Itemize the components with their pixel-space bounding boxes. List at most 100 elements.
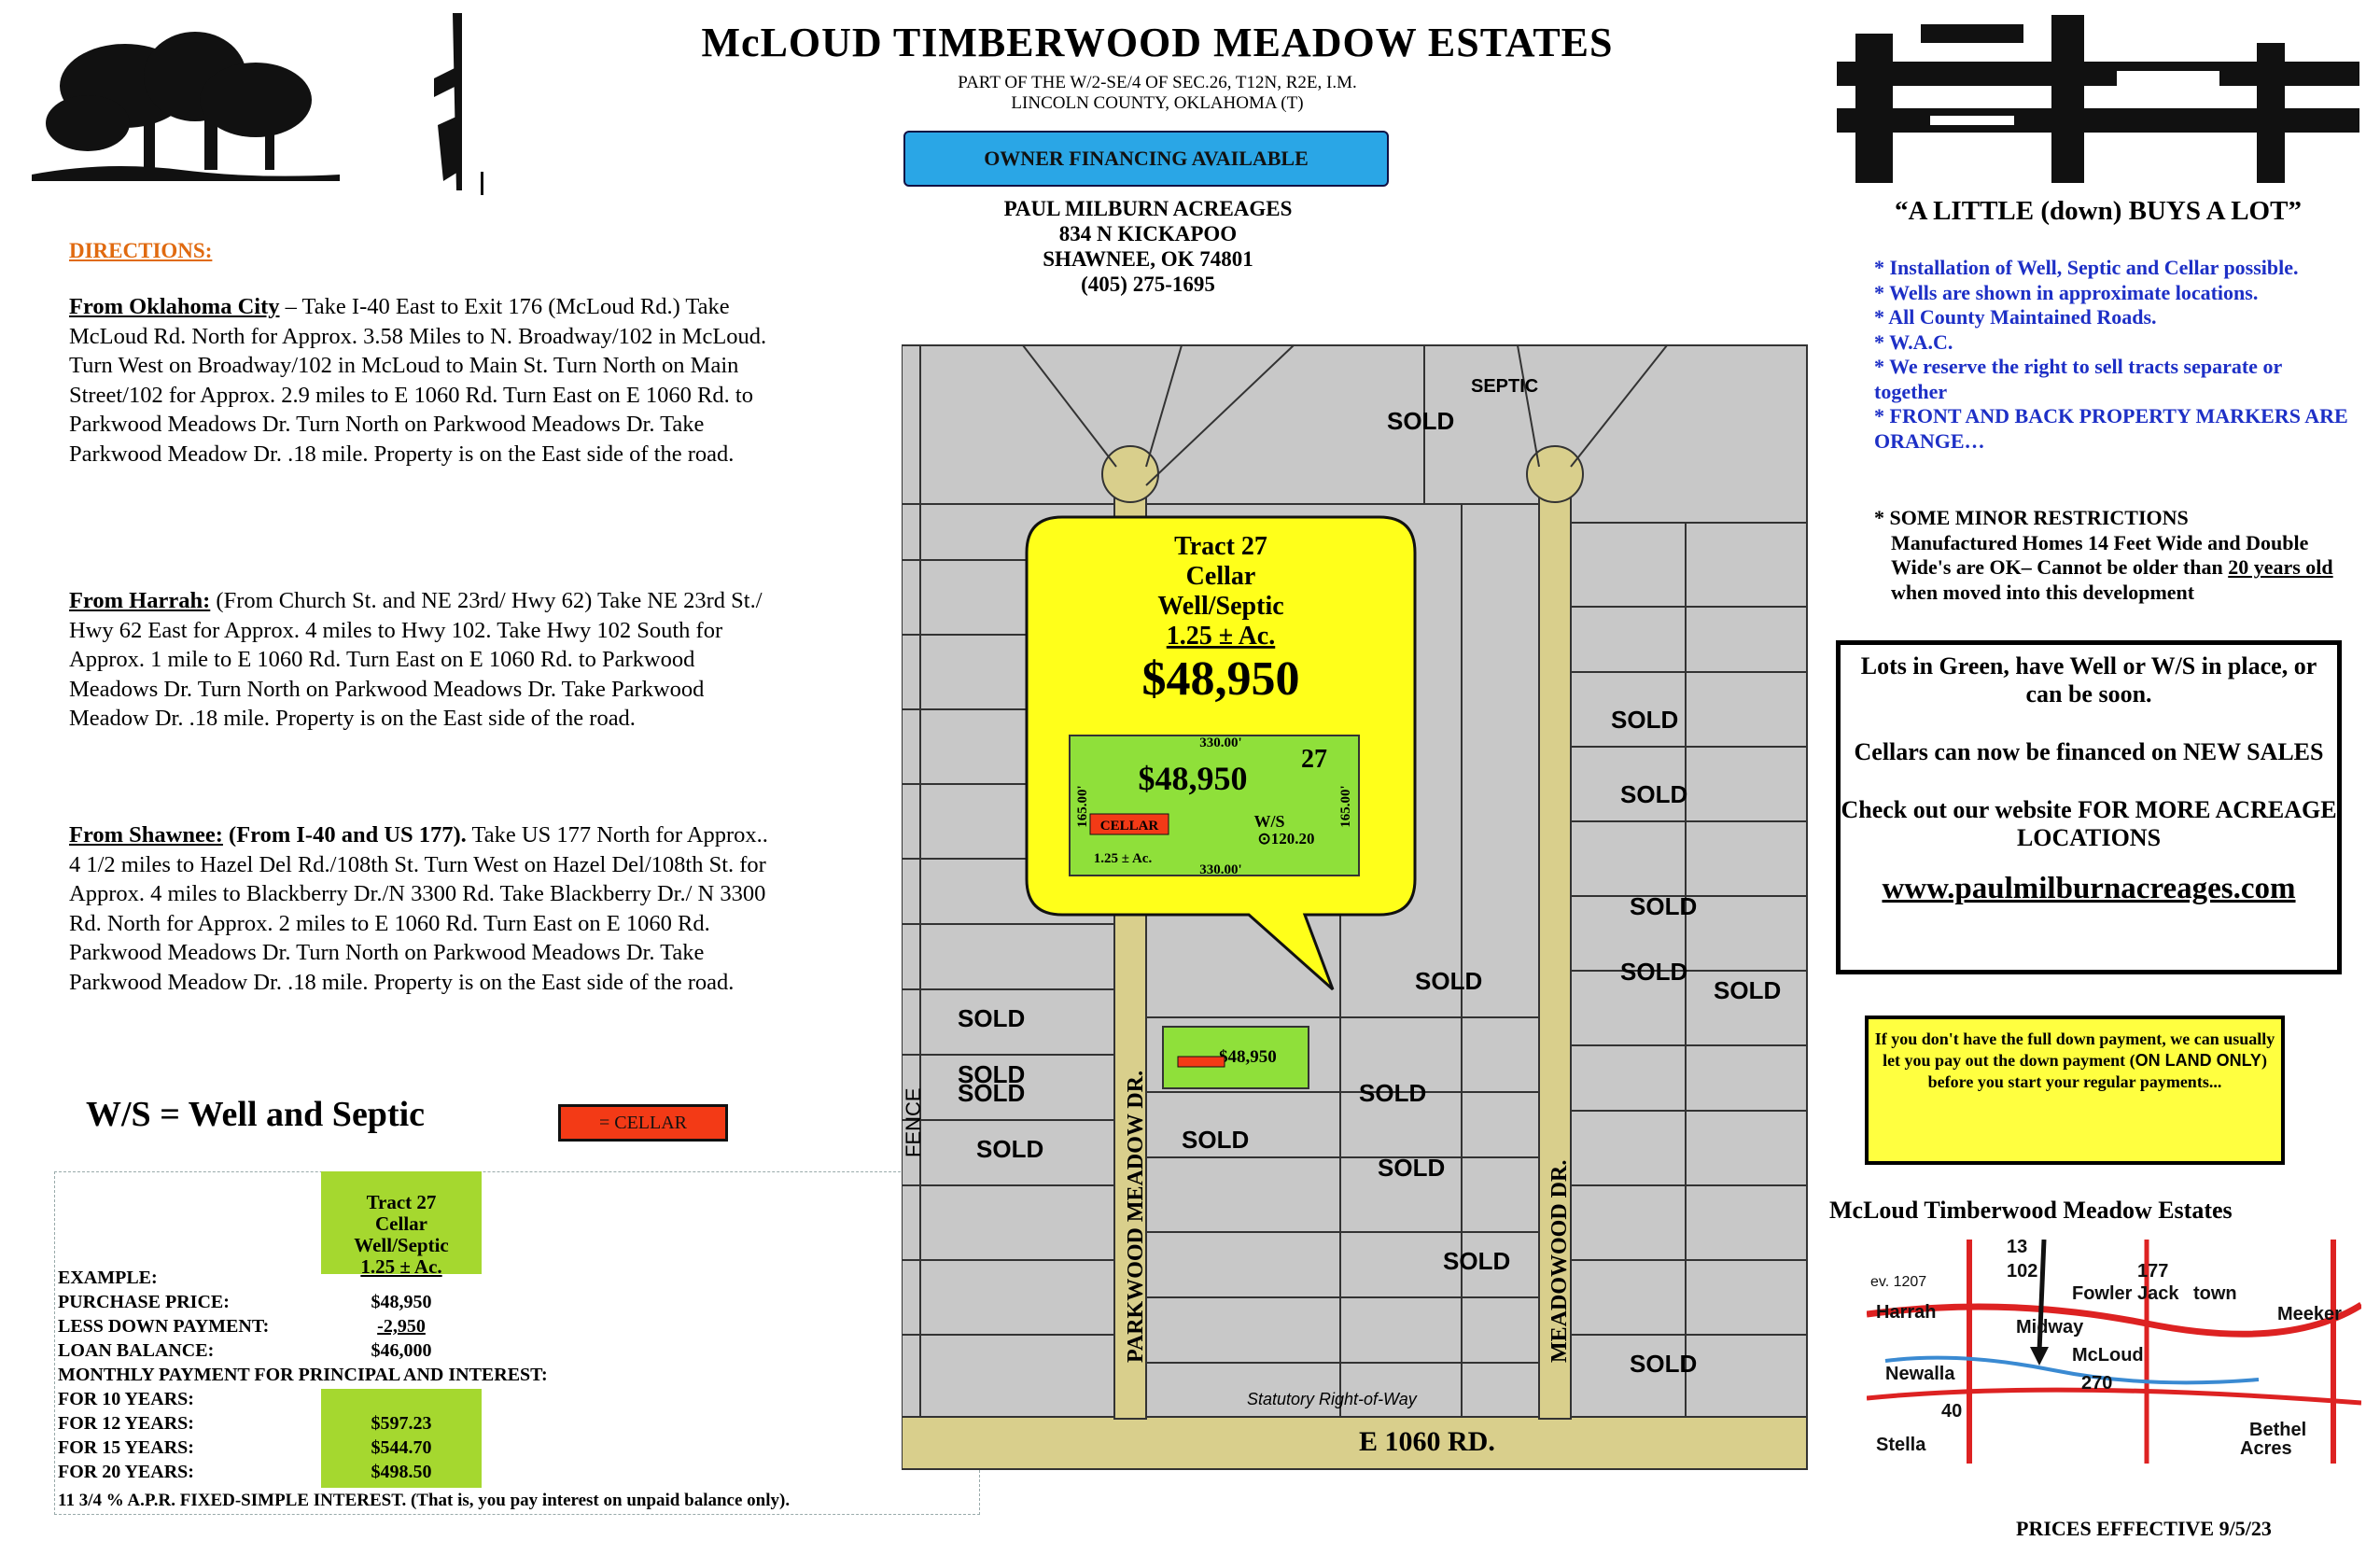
- map-label: Meeker: [2277, 1304, 2342, 1324]
- fence-logo: [1837, 6, 2359, 188]
- sold-label: SOLD: [958, 1079, 1025, 1107]
- callout-lot-acres: 1.25 ± Ac.: [1094, 851, 1153, 866]
- callout-cellar: Cellar: [1186, 562, 1256, 591]
- callout-dim-left: 165.00': [1075, 785, 1090, 827]
- map-label: Acres: [2240, 1438, 2292, 1459]
- website-link[interactable]: www.paulmilburnacreages.com: [1882, 872, 2296, 905]
- table-row: LOAN BALANCE:$46,000: [58, 1338, 973, 1363]
- callout-lot-price: $48,950: [1139, 760, 1248, 797]
- callout-price: $48,950: [1142, 652, 1300, 706]
- directions-okc: From Oklahoma City – Take I-40 East to E…: [69, 292, 778, 469]
- example-tract-line: 1.25 ± Ac.: [360, 1255, 442, 1278]
- list-item: * Wells are shown in approximate locatio…: [1874, 280, 2259, 304]
- row-value: $544.70: [371, 1437, 432, 1458]
- green-lots-note: Lots in Green, have Well or W/S in place…: [1860, 652, 2317, 707]
- restrictions: * SOME MINOR RESTRICTIONS Manufactured H…: [1874, 506, 2359, 605]
- example-tract-line: Cellar: [375, 1212, 427, 1235]
- e1060-label: E 1060 RD.: [1359, 1426, 1495, 1457]
- restrictions-age: 20 years old: [2228, 555, 2333, 579]
- company-address: PAUL MILBURN ACREAGES 834 N KICKAPOO SHA…: [924, 196, 1372, 297]
- table-row: MONTHLY PAYMENT FOR PRINCIPAL AND INTERE…: [58, 1363, 973, 1387]
- slogan: “A LITTLE (down) BUYS A LOT”: [1895, 196, 2302, 226]
- row-label: MONTHLY PAYMENT FOR PRINCIPAL AND INTERE…: [58, 1365, 548, 1385]
- restrictions-text: Manufactured Homes 14 Feet Wide and Doub…: [1891, 530, 2309, 580]
- financing-banner: OWNER FINANCING AVAILABLE: [903, 131, 1389, 187]
- sold-label: SOLD: [958, 1060, 1025, 1088]
- down-payment-text-end: ) before you start your regular payments…: [1927, 1051, 2267, 1091]
- callout-dim-right: 165.00': [1338, 785, 1353, 827]
- sold-label: SOLD: [1182, 1126, 1249, 1154]
- sold-label: SOLD: [958, 1004, 1025, 1032]
- sold-label: SOLD: [1630, 892, 1697, 920]
- row-value: $498.50: [371, 1462, 432, 1482]
- info-box: Lots in Green, have Well or W/S in place…: [1836, 640, 2342, 974]
- callout-dim-bottom: 330.00': [1199, 862, 1241, 877]
- table-row: FOR 10 YEARS:: [58, 1387, 973, 1411]
- restrictions-heading: * SOME MINOR RESTRICTIONS: [1874, 506, 2189, 529]
- minimap-title: McLoud Timberwood Meadow Estates: [1829, 1197, 2233, 1224]
- list-item: * Installation of Well, Septic and Cella…: [1874, 256, 2299, 279]
- company-phone: (405) 275-1695: [1081, 273, 1215, 296]
- map-label: Newalla: [1885, 1364, 1955, 1384]
- sold-label: SOLD: [1359, 1079, 1426, 1107]
- list-item: * We reserve the right to sell tracts se…: [1874, 355, 2282, 403]
- table-row: FOR 12 YEARS:$597.23: [58, 1411, 973, 1436]
- map-label: Harrah: [1876, 1302, 1936, 1323]
- row-label: LOAN BALANCE:: [58, 1340, 215, 1361]
- list-item: * FRONT AND BACK PROPERTY MARKERS ARE OR…: [1874, 404, 2348, 453]
- directions-shawnee: From Shawnee: (From I-40 and US 177). Ta…: [69, 820, 778, 997]
- okc-text: – Take I-40 East to Exit 176 (McLoud Rd.…: [69, 294, 767, 467]
- map-label: town: [2193, 1283, 2237, 1304]
- map-label: Midway: [2016, 1317, 2084, 1338]
- example-rows: EXAMPLE: PURCHASE PRICE: $48,950 LESS DOW…: [58, 1266, 973, 1484]
- example-payments-highlight: [321, 1389, 482, 1488]
- ws-legend: W/S = Well and Septic: [86, 1095, 426, 1134]
- map-label: 13: [2007, 1240, 2027, 1257]
- callout-lot-ws: W/S: [1253, 812, 1284, 831]
- company-street: 834 N KICKAPOO: [1058, 222, 1238, 245]
- website-note: Check out our website FOR MORE ACREAGE L…: [1841, 796, 2337, 851]
- sold-label: SOLD: [1378, 1154, 1445, 1182]
- sold-label: SOLD: [1630, 1350, 1697, 1378]
- land-only: ON LAND ONLY: [2135, 1051, 2261, 1070]
- example-tract-box: Tract 27 Cellar Well/Septic 1.25 ± Ac.: [321, 1171, 482, 1278]
- list-item: * W.A.C.: [1874, 329, 1953, 354]
- legal-description: PART OF THE W/2-SE/4 OF SEC.26, T12N, R2…: [958, 73, 1357, 92]
- callout-ws: Well/Septic: [1157, 592, 1283, 621]
- meadowood-road: [1538, 466, 1572, 1420]
- location-minimap: Harrah McLoud Meeker Newalla Midway 102 …: [1866, 1237, 2363, 1468]
- callout-tract: Tract 27: [1174, 532, 1267, 561]
- callout-dim-top: 330.00': [1199, 735, 1241, 750]
- row-value: $48,950: [371, 1292, 432, 1312]
- map-label: ev. 1207: [1870, 1274, 1926, 1290]
- row-label: FOR 20 YEARS:: [58, 1462, 194, 1482]
- map-label: Bethel: [2249, 1420, 2306, 1440]
- table-row: LESS DOWN PAYMENT: -2,950: [58, 1314, 973, 1338]
- company-city: SHAWNEE, OK 74801: [1043, 247, 1253, 271]
- statutory-label: Statutory Right-of-Way: [1247, 1390, 1418, 1408]
- row-label: PURCHASE PRICE:: [58, 1292, 230, 1312]
- table-row: FOR 15 YEARS: $544.70: [58, 1436, 973, 1460]
- lot-27-price: $48,950: [1219, 1047, 1277, 1067]
- down-payment-text: If you don't have the full down payment,…: [1874, 1030, 2275, 1070]
- sold-label: SOLD: [1620, 780, 1687, 808]
- row-label: LESS DOWN PAYMENT:: [58, 1316, 270, 1337]
- callout-cellar-tag: CELLAR: [1100, 819, 1159, 834]
- map-label: 40: [1941, 1401, 1962, 1422]
- row-label: EXAMPLE:: [58, 1268, 158, 1288]
- row-label: FOR 15 YEARS:: [58, 1437, 194, 1458]
- callout-lot-well: ⊙120.20: [1258, 830, 1315, 848]
- okc-label: From Oklahoma City: [69, 294, 280, 319]
- harrah-text: (From Church St. and NE 23rd/ Hwy 62) Ta…: [69, 588, 763, 731]
- row-label: FOR 12 YEARS:: [58, 1413, 194, 1434]
- down-payment-note: If you don't have the full down payment,…: [1865, 1016, 2285, 1165]
- row-value: -2,950: [377, 1316, 426, 1337]
- shawnee-text: Take US 177 North for Approx.. 4 1/2 mil…: [69, 822, 768, 995]
- callout-lot: [1069, 735, 1360, 876]
- prices-effective: PRICES EFFECTIVE 9/5/23: [2016, 1517, 2272, 1540]
- list-item: * All County Maintained Roads.: [1874, 305, 2157, 329]
- apr-note: 11 3/4 % A.P.R. FIXED-SIMPLE INTEREST. (…: [58, 1491, 791, 1510]
- shawnee-paren: (From I-40 and US 177).: [222, 822, 467, 848]
- company-name: PAUL MILBURN ACREAGES: [1003, 197, 1293, 220]
- sold-label: SOLD: [1387, 407, 1454, 435]
